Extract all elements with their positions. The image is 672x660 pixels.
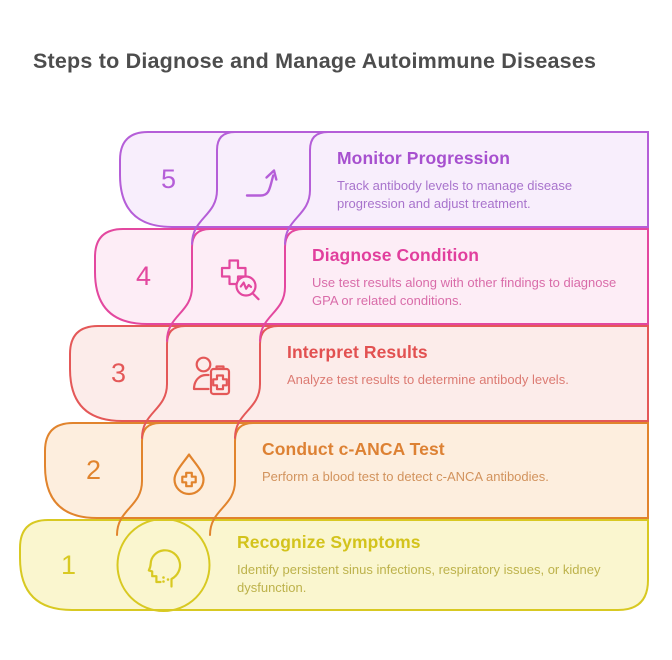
page-title: Steps to Diagnose and Manage Autoimmune … bbox=[33, 49, 597, 73]
